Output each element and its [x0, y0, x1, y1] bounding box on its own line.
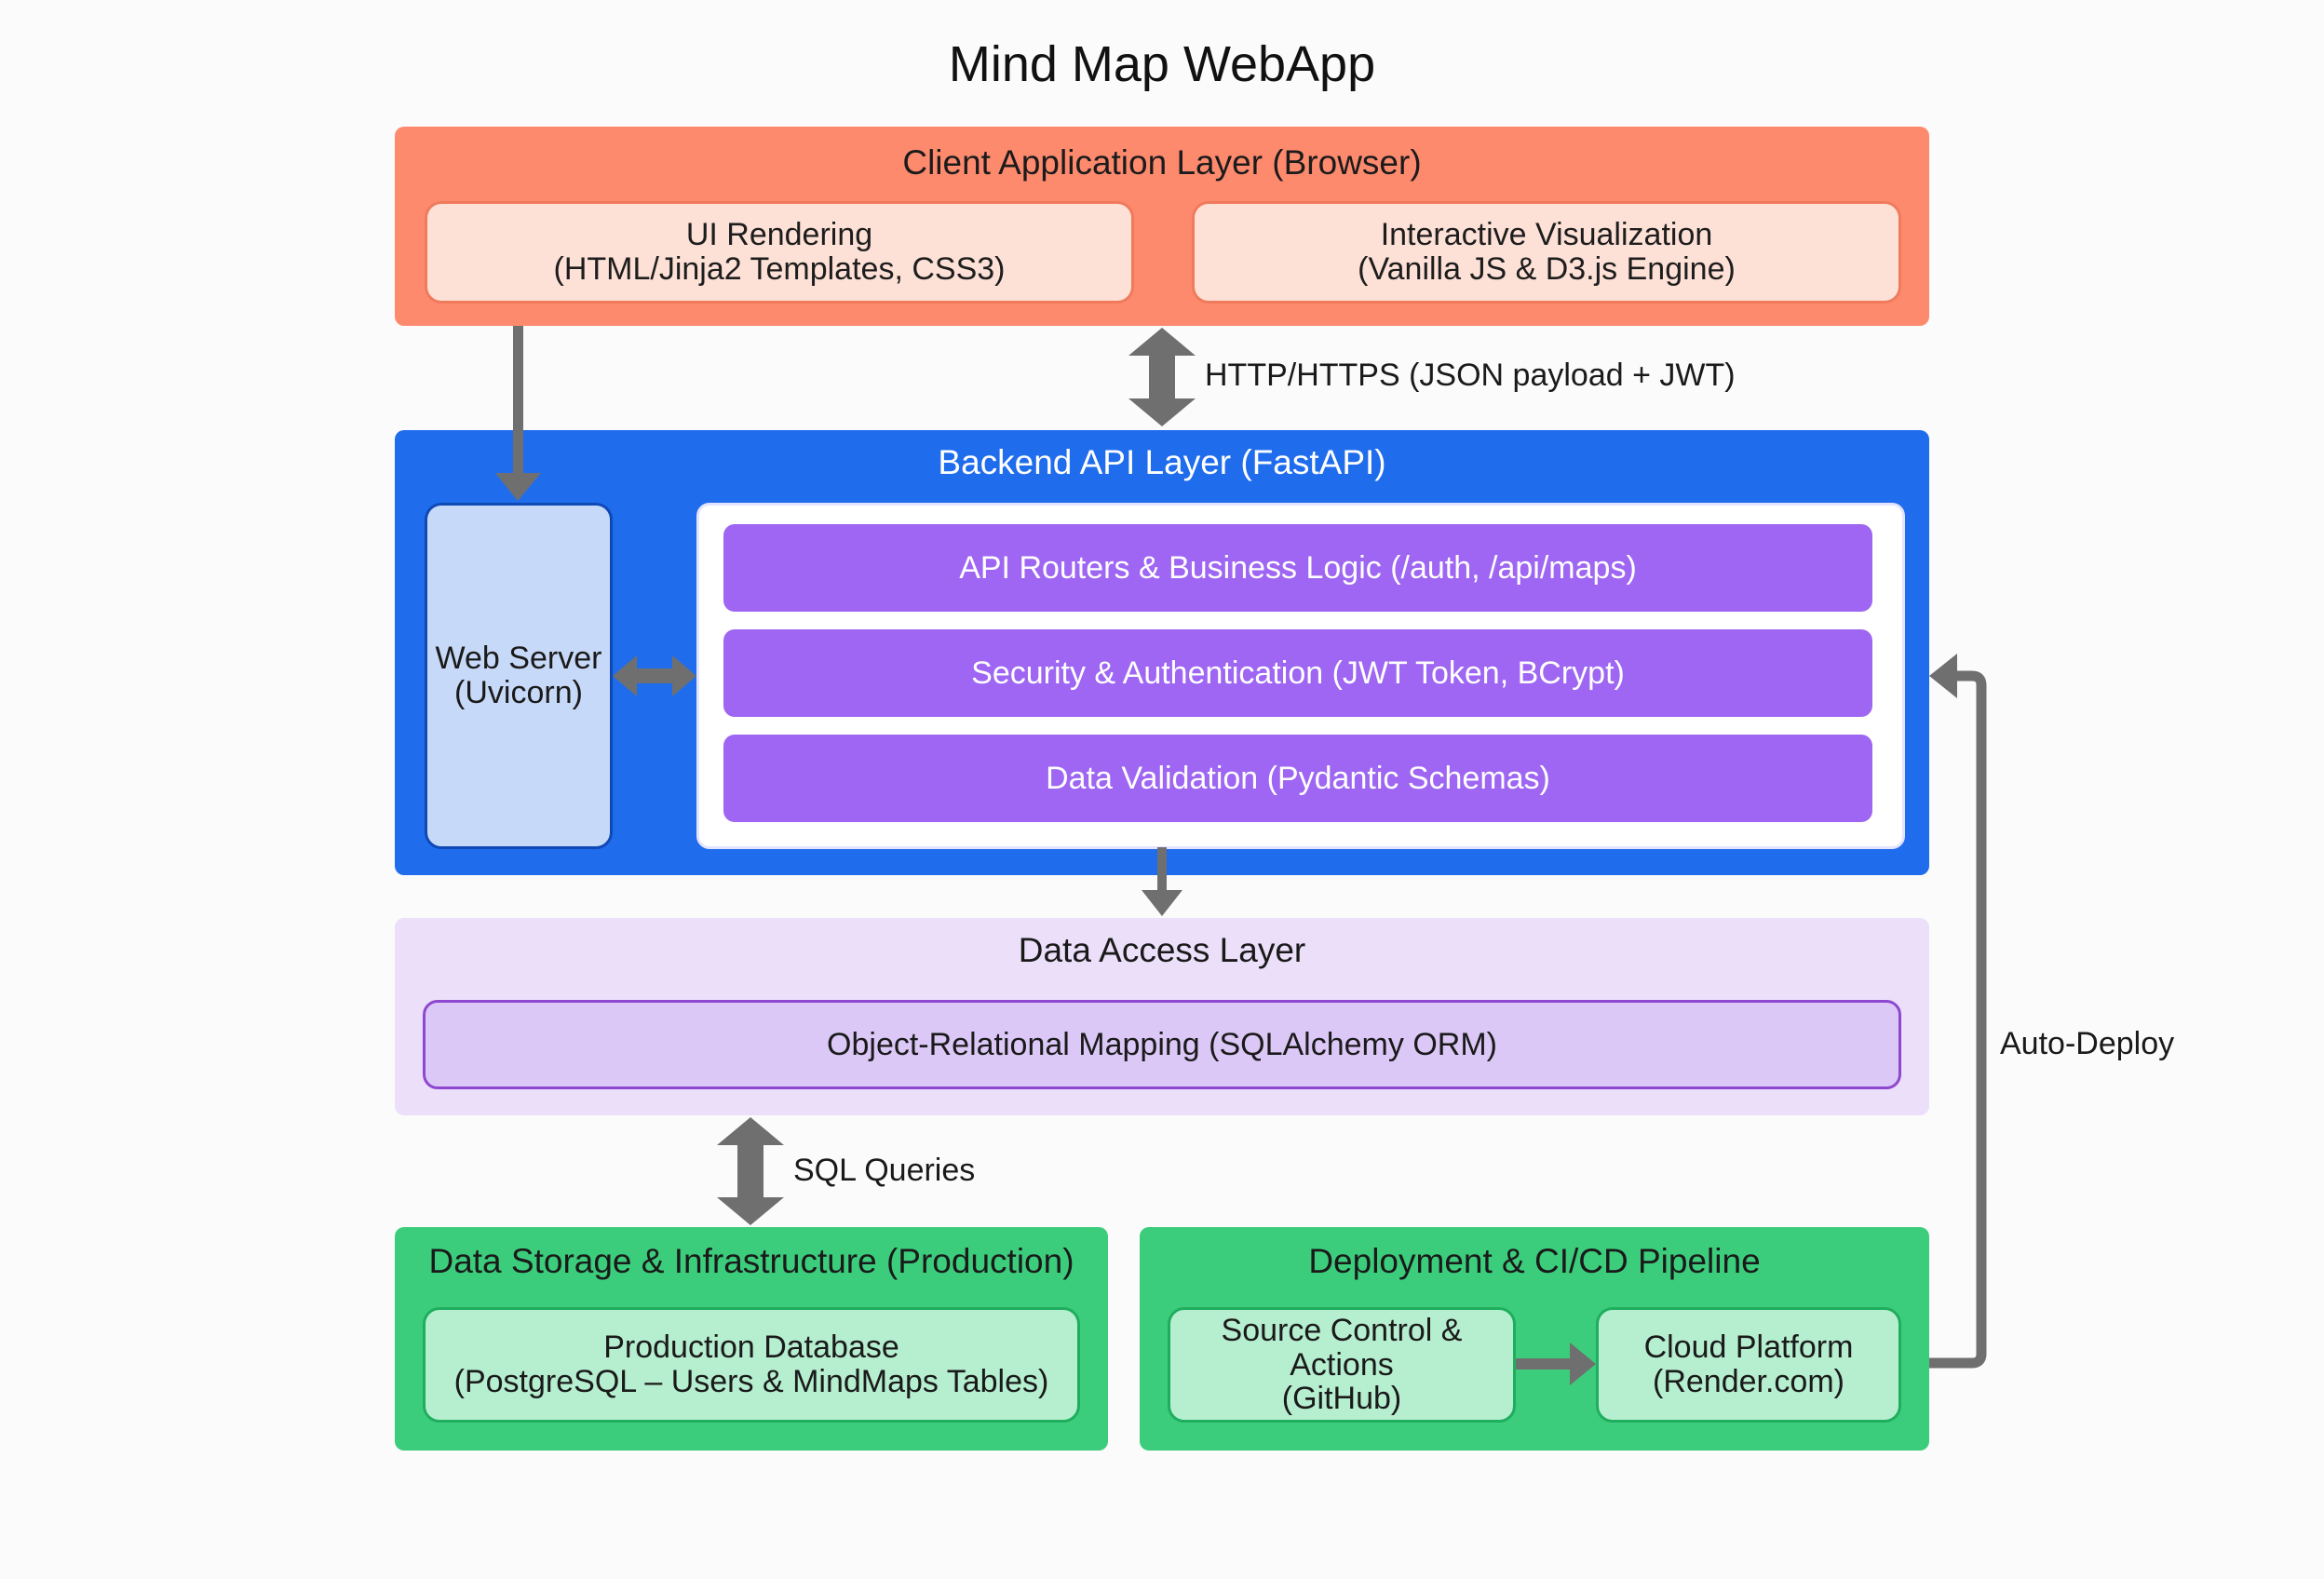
- source-control-box: Source Control & Actions (GitHub): [1168, 1307, 1516, 1423]
- database-label: Production Database: [603, 1329, 899, 1366]
- production-database-box: Production Database (PostgreSQL – Users …: [423, 1307, 1080, 1423]
- sql-queries-label: SQL Queries: [793, 1153, 976, 1188]
- web-server-label: Web Server: [435, 641, 602, 677]
- ui-rendering-detail: (HTML/Jinja2 Templates, CSS3): [553, 251, 1006, 287]
- database-detail: (PostgreSQL – Users & MindMaps Tables): [453, 1364, 1049, 1399]
- data-storage-layer: Data Storage & Infrastructure (Productio…: [395, 1227, 1108, 1451]
- backend-layer-title: Backend API Layer (FastAPI): [938, 443, 1386, 481]
- client-application-layer: Client Application Layer (Browser) UI Re…: [395, 127, 1929, 326]
- backend-api-layer: Backend API Layer (FastAPI) Web Server (…: [395, 430, 1929, 875]
- sql-double-arrow: [717, 1117, 784, 1225]
- web-server-detail: (Uvicorn): [454, 675, 583, 710]
- data-access-layer: Data Access Layer Object-Relational Mapp…: [395, 918, 1929, 1115]
- diagram-title: Mind Map WebApp: [948, 36, 1376, 92]
- backend-logic-container: API Routers & Business Logic (/auth, /ap…: [696, 503, 1905, 849]
- deploy-layer-title: Deployment & CI/CD Pipeline: [1308, 1242, 1761, 1280]
- auto-deploy-label: Auto-Deploy: [2000, 1026, 2175, 1061]
- interactive-visualization-box: Interactive Visualization (Vanilla JS & …: [1192, 201, 1901, 304]
- client-to-webserver-arrow: [495, 326, 541, 501]
- ui-rendering-box: UI Rendering (HTML/Jinja2 Templates, CSS…: [425, 201, 1134, 304]
- cloud-platform-detail: (Render.com): [1653, 1364, 1844, 1399]
- security-authentication-bar: Security & Authentication (JWT Token, BC…: [723, 629, 1872, 717]
- webserver-logic-double-arrow: [613, 655, 696, 696]
- visualization-label: Interactive Visualization: [1380, 217, 1713, 253]
- cloud-platform-box: Cloud Platform (Render.com): [1596, 1307, 1901, 1423]
- orm-box: Object-Relational Mapping (SQLAlchemy OR…: [423, 1000, 1901, 1089]
- deployment-pipeline-layer: Deployment & CI/CD Pipeline Source Contr…: [1140, 1227, 1929, 1451]
- visualization-detail: (Vanilla JS & D3.js Engine): [1358, 251, 1736, 287]
- web-server-box: Web Server (Uvicorn): [425, 503, 613, 849]
- storage-layer-title: Data Storage & Infrastructure (Productio…: [428, 1242, 1074, 1280]
- client-layer-title: Client Application Layer (Browser): [902, 143, 1422, 182]
- http-connector-label: HTTP/HTTPS (JSON payload + JWT): [1205, 358, 1736, 393]
- data-validation-bar: Data Validation (Pydantic Schemas): [723, 735, 1872, 822]
- source-control-detail: (GitHub): [1281, 1381, 1402, 1417]
- auto-deploy-arrow: [1929, 654, 1987, 1369]
- dal-layer-title: Data Access Layer: [1018, 931, 1306, 969]
- cloud-platform-label: Cloud Platform: [1643, 1329, 1854, 1366]
- http-double-arrow: [1128, 328, 1196, 426]
- source-control-label: Source Control & Actions: [1221, 1312, 1463, 1383]
- source-to-cloud-arrow: [1516, 1343, 1596, 1385]
- ui-rendering-label: UI Rendering: [685, 217, 873, 253]
- api-routers-bar: API Routers & Business Logic (/auth, /ap…: [723, 524, 1872, 612]
- backend-to-dal-arrow: [1142, 847, 1182, 916]
